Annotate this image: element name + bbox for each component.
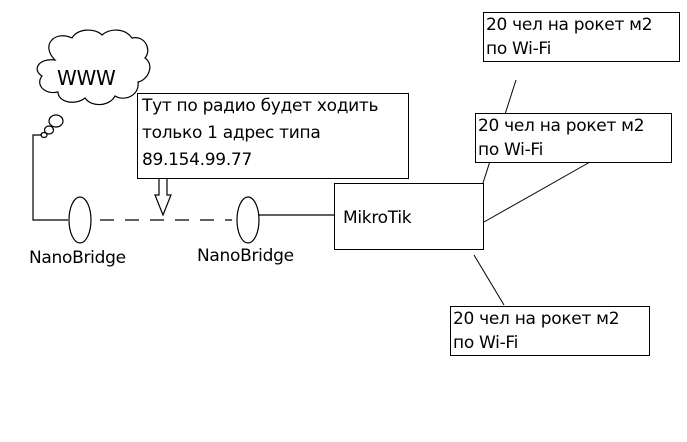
note-line-1: Тут по радио будет ходить [142,96,379,116]
bridge-right-icon [236,196,260,244]
link-router-client-bottom [473,254,505,306]
router-box: MikroTik [334,183,484,250]
client-box-middle: 20 чел на рокет м2 по Wi-Fi [475,113,672,163]
link-router-client-mid [483,161,591,223]
bridge-left-label: NanoBridge [29,248,126,268]
arrow-down-icon [154,177,172,217]
router-label: MikroTik [343,208,412,228]
note-line-3: 89.154.99.77 [142,150,252,170]
client-middle-line-2: по Wi-Fi [478,140,544,160]
client-box-bottom: 20 чел на рокет м2 по Wi-Fi [450,306,650,356]
thought-bubbles [40,114,64,139]
client-top-line-1: 20 чел на рокет м2 [486,15,653,35]
client-top-line-2: по Wi-Fi [486,39,552,59]
wire-www-to-bridge [32,134,68,221]
cloud-shape [36,29,151,106]
bridge-left-icon [68,196,92,244]
client-middle-line-1: 20 чел на рокет м2 [478,116,645,136]
note-box: Тут по радио будет ходить только 1 адрес… [137,93,409,179]
note-line-2: только 1 адрес типа [142,123,321,143]
client-box-top: 20 чел на рокет м2 по Wi-Fi [483,12,680,62]
client-bottom-line-1: 20 чел на рокет м2 [453,309,620,329]
bridge-right-label: NanoBridge [197,246,294,266]
cloud-label: WWW [57,66,116,90]
client-bottom-line-2: по Wi-Fi [453,333,519,353]
